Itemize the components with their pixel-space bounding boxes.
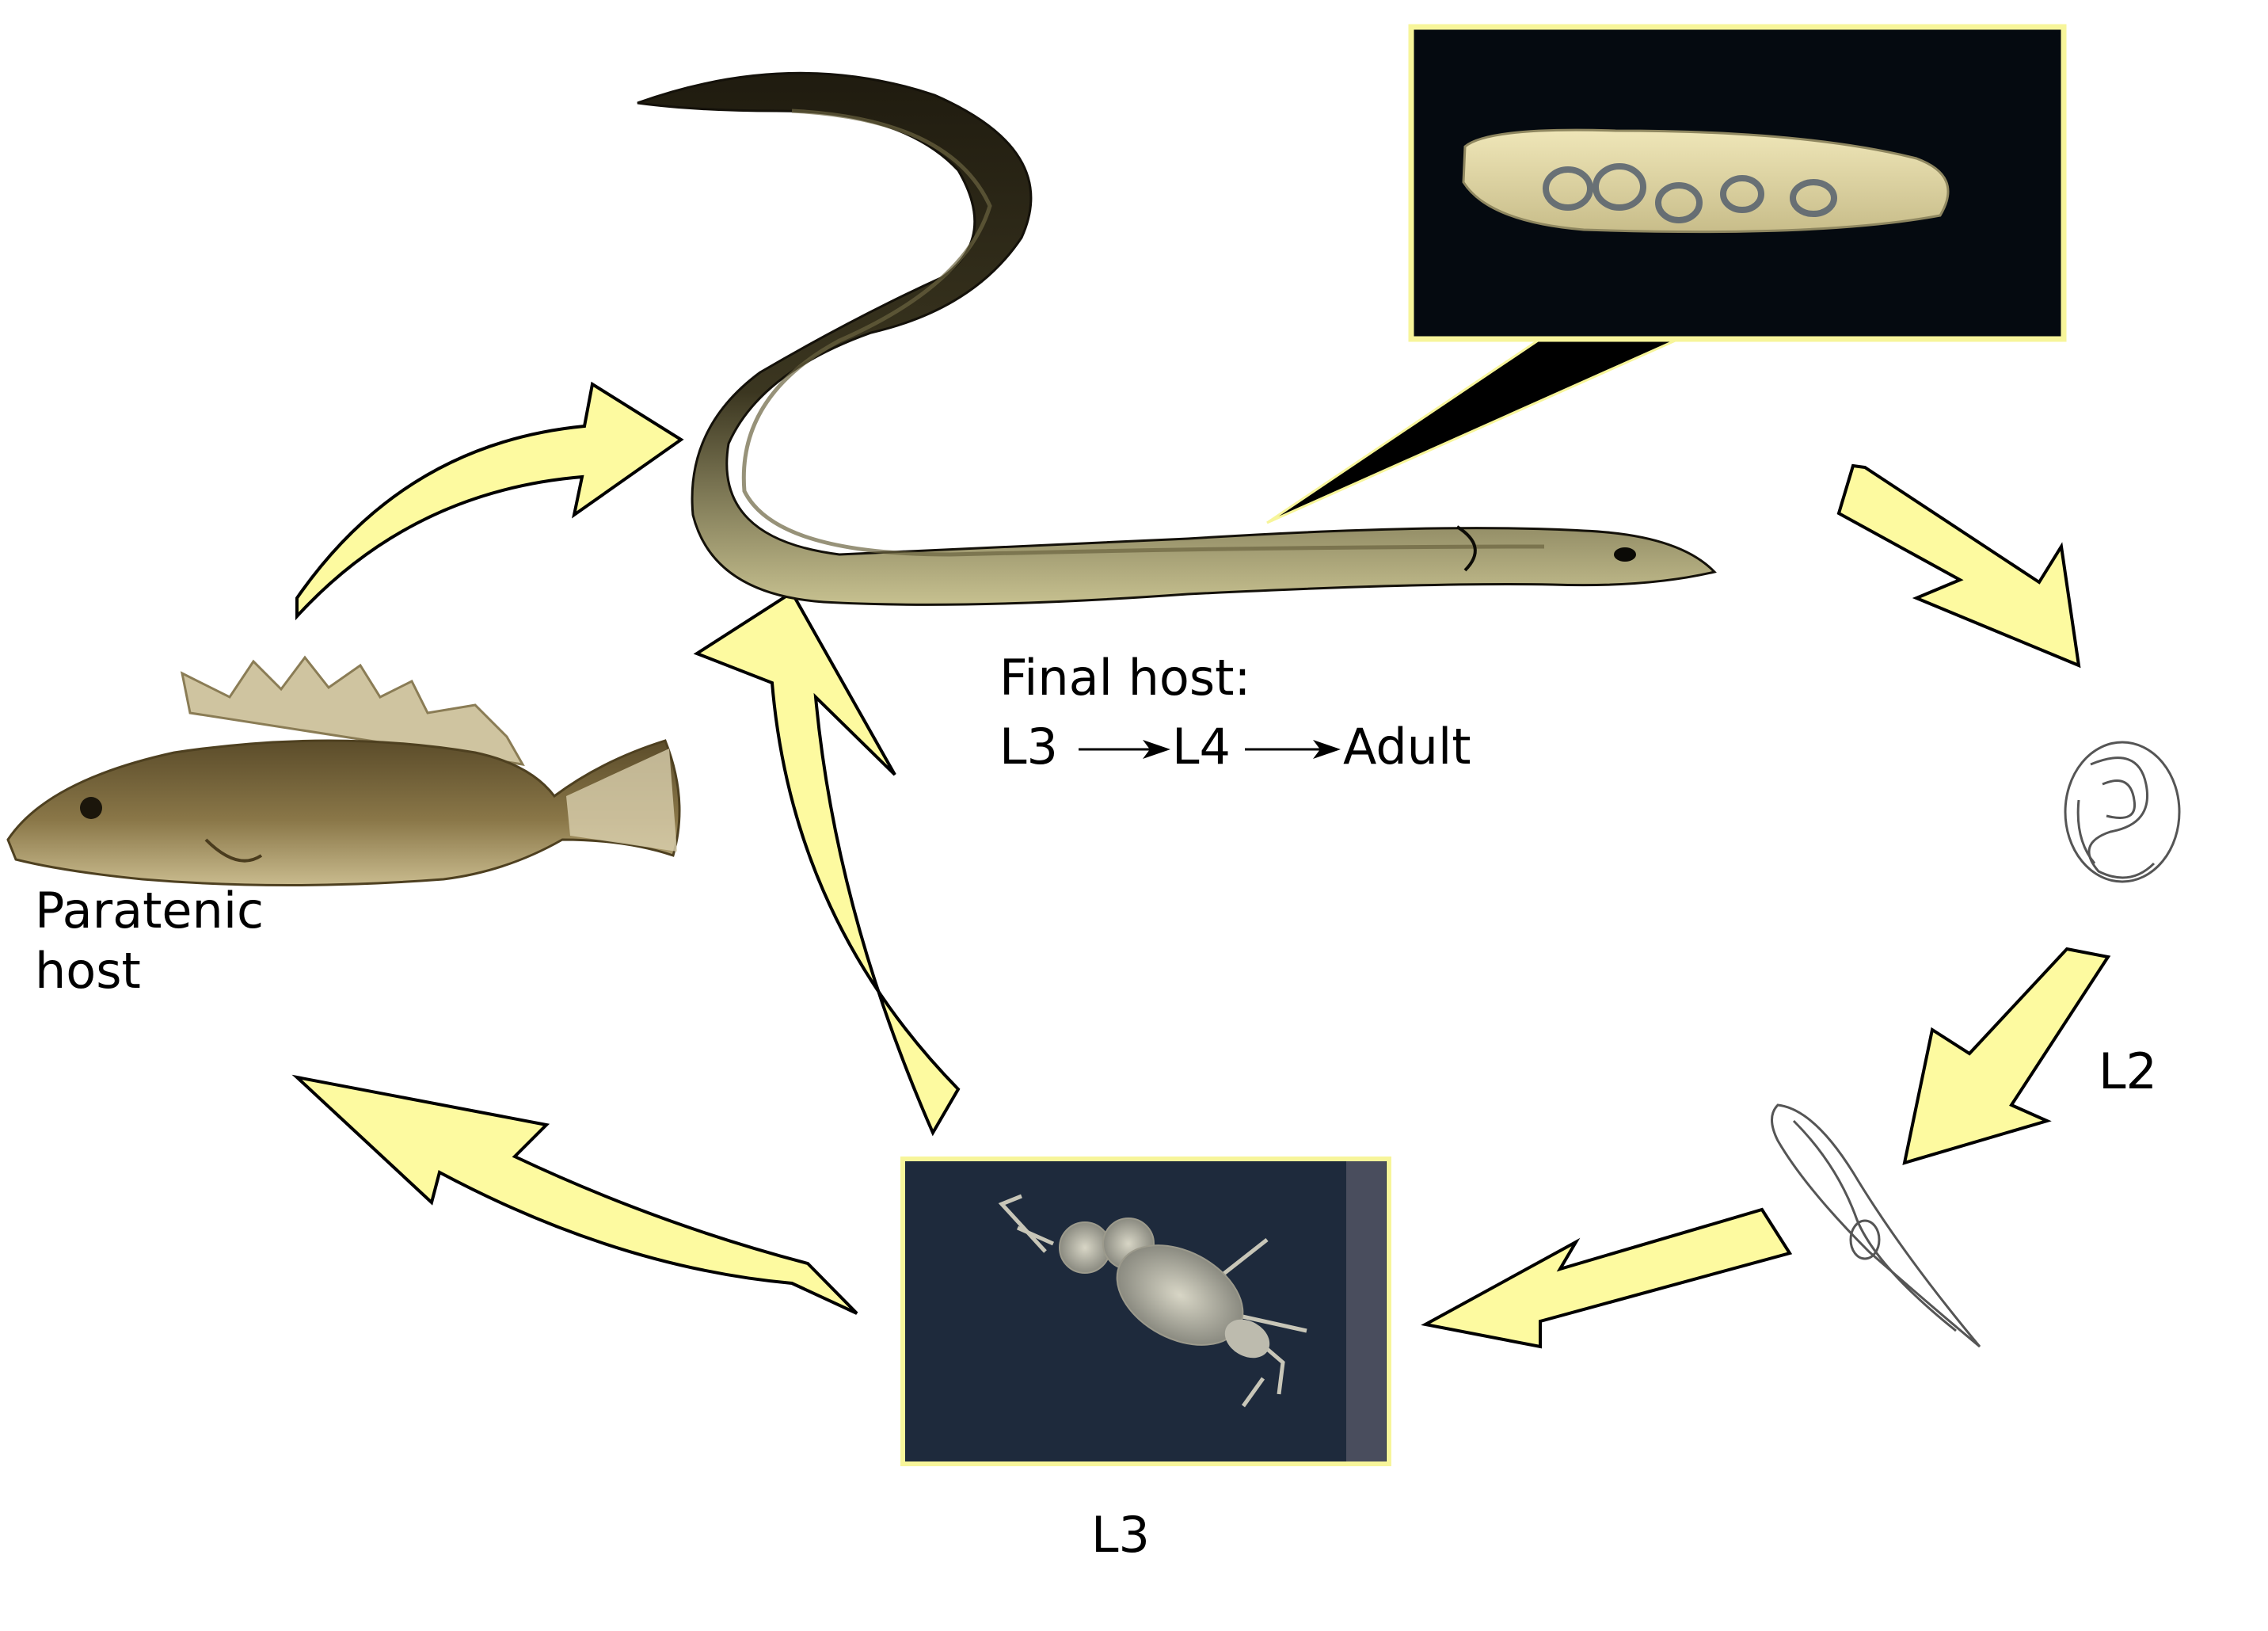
arrow-icon (1902, 947, 2111, 1165)
cycle-arrows (291, 381, 2111, 1349)
l3-label: L3 (1091, 1506, 1150, 1564)
arrow-icon (295, 381, 684, 621)
paratenic-host-line2: host (35, 941, 141, 1000)
copepod-icon (900, 1157, 1391, 1466)
stage-adult-label: Adult (1343, 718, 1471, 775)
paratenic-host-label: Paratenic host (35, 881, 264, 1000)
arrow-icon (693, 590, 961, 1137)
arrow-icon (291, 1074, 858, 1315)
fish-icon (6, 655, 681, 886)
paratenic-host-line1: Paratenic (35, 882, 264, 939)
l2-larva-icon (1771, 1103, 1981, 1348)
eel-icon (637, 71, 1717, 606)
arrow-icon (1421, 1207, 1793, 1349)
swimbladder-inset-icon (1266, 24, 2067, 524)
stage-l3-label: L3 (999, 718, 1058, 775)
stage-l4-label: L4 (1172, 718, 1231, 775)
egg-icon (2064, 741, 2181, 883)
l2-label: L2 (2099, 1042, 2157, 1100)
stage-progression-arrows (1079, 740, 1341, 759)
final-host-title: Final host: (999, 649, 1251, 707)
arrow-icon (1836, 463, 2081, 669)
